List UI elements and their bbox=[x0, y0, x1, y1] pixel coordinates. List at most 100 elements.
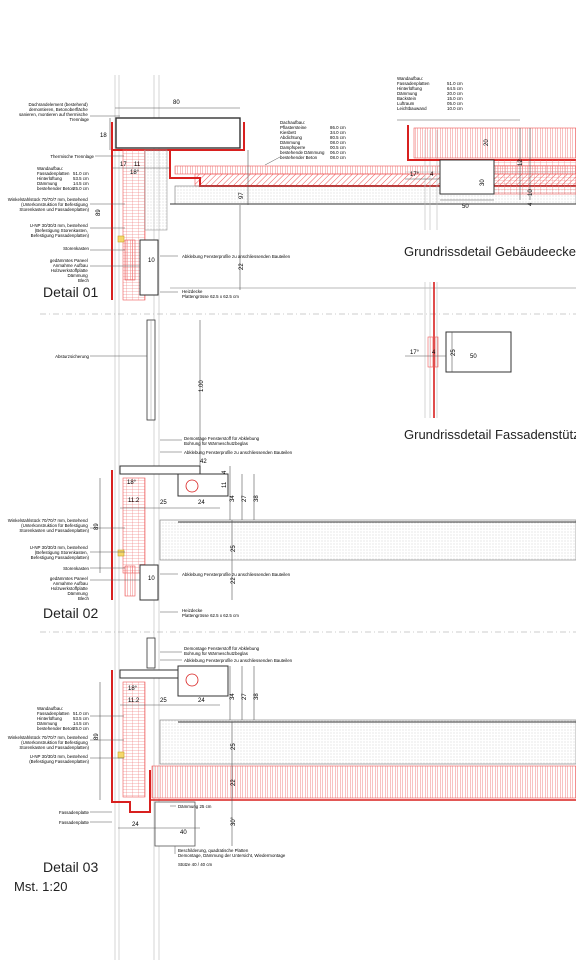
store-box-section bbox=[124, 239, 136, 281]
dim-24-b: 24 bbox=[132, 822, 139, 828]
dim-25: 25 bbox=[160, 500, 167, 506]
dim-4: 4 bbox=[430, 172, 434, 178]
floor-slab bbox=[159, 719, 576, 765]
dim-89: 89 bbox=[94, 733, 100, 740]
unp-note: U-NP 30/30/3 mm, bestehend (Befestigung … bbox=[29, 754, 89, 764]
dim-25-slab: 25 bbox=[231, 545, 237, 552]
d1-wall-layer-name: Fassadenplatten bbox=[37, 171, 70, 176]
d3-wall-layer-value: 25.0 cm bbox=[73, 726, 89, 731]
ceiling-note: Heizdecke Plattengrösse 62.5 x 62.5 cm bbox=[182, 608, 239, 618]
soffit-insulation bbox=[151, 765, 576, 799]
corner-layer-value: 51.0 cm bbox=[447, 81, 463, 86]
dim-17: 17° bbox=[410, 172, 420, 178]
d3-wall-layer-value: 51.0 cm bbox=[73, 711, 89, 716]
dim-42: 42 bbox=[200, 459, 207, 465]
dimension-lines bbox=[99, 320, 255, 600]
d1-roof-layer-name: Abdichtung bbox=[280, 135, 303, 140]
d1-roof-layer-value: 08.0 cm bbox=[330, 140, 346, 145]
demount-note: Demontage Fensterstoff für Abklebung Boh… bbox=[184, 436, 260, 446]
d1-roof-layer-value: 86.0 cm bbox=[330, 125, 346, 130]
dim-34: 34 bbox=[230, 495, 236, 502]
detail-01-title: Detail 01 bbox=[43, 284, 99, 300]
corner-layer-value: 15.0 cm bbox=[447, 96, 463, 101]
angle-steel-note: Winkelstahlstück 70/70/7 mm, bestehend (… bbox=[8, 735, 90, 750]
d1-roof-layer-name: bestehender Beton bbox=[280, 155, 318, 160]
dim-30: 30° bbox=[231, 816, 237, 826]
ceiling-note: Heizdecke Plattengrösse 62.5 x 62.5 cm bbox=[182, 289, 239, 299]
d3-wall-layer-name: Fassadenplatten bbox=[37, 711, 70, 716]
dim-50: 50 bbox=[462, 204, 469, 210]
dim-18deg: 18° bbox=[128, 686, 138, 692]
d1-wall-layer-name: Hinterlüftung bbox=[37, 176, 62, 181]
dim-11-2: 11.2 bbox=[128, 498, 140, 504]
soffit-note: Beschilderung, quadratische Platten Demo… bbox=[178, 848, 286, 858]
d1-roof-layer-value: 00.5 cm bbox=[330, 145, 346, 150]
dim-10: 10 bbox=[148, 258, 155, 264]
d3-wall-layer-name: Dämmung bbox=[37, 721, 58, 726]
floor-slab bbox=[159, 519, 576, 561]
corner-layer-value: 10.0 cm bbox=[447, 106, 463, 111]
d1-wall-layer-value: 14.5 cm bbox=[73, 181, 89, 186]
facade-panel-label: Fassadenplatte bbox=[59, 810, 90, 815]
dim-27: 27 bbox=[242, 693, 248, 700]
wall-masonry bbox=[122, 681, 146, 798]
corner-layer-name: Dämmung bbox=[397, 91, 418, 96]
insulation-label: Dämmung 25 cm bbox=[178, 804, 212, 809]
leader-lines bbox=[90, 651, 182, 854]
window-tape-note: Abklebung Fensterprofile zu anschliessen… bbox=[184, 658, 293, 663]
wall-buildup-label: Wandaufbau: bbox=[37, 706, 63, 711]
wall-masonry bbox=[122, 477, 146, 574]
corner-layer-name: Backstein bbox=[397, 96, 417, 101]
heating-pipe bbox=[185, 479, 199, 493]
window-frame bbox=[139, 239, 159, 296]
d3-wall-layer-value: 14.5 cm bbox=[73, 721, 89, 726]
dim-24: 24 bbox=[198, 500, 205, 506]
dimension-lines bbox=[109, 107, 249, 290]
d1-wall-layer-value: 51.0 cm bbox=[73, 171, 89, 176]
dim-18: 18 bbox=[100, 133, 107, 139]
dim-80: 80 bbox=[173, 100, 180, 106]
store-box-section bbox=[124, 565, 136, 597]
d1-roof-layer-name: Dämmung bbox=[280, 140, 301, 145]
dim-100: 1.00 bbox=[199, 380, 205, 392]
d1-roof-layer-name: Dampfsperre bbox=[280, 145, 306, 150]
dim-17: 17° bbox=[410, 350, 420, 356]
demount-note: Demontage Fensterstoff für Abklebung Boh… bbox=[184, 646, 260, 656]
dim-20: 20 bbox=[484, 139, 490, 146]
d3-wall-layer-name: Hinterlüftung bbox=[37, 716, 62, 721]
dim-30: 30 bbox=[480, 179, 486, 186]
angle-steel-note: Winkelstahlstück 70/70/7 mm, bestehend (… bbox=[8, 197, 90, 212]
dim-11-2: 11.2 bbox=[128, 698, 140, 704]
dim-12: 12 bbox=[518, 159, 524, 166]
corner-layer-value: 64.5 cm bbox=[447, 86, 463, 91]
heating-pipe bbox=[185, 673, 199, 687]
dim-18deg: 18° bbox=[130, 170, 140, 176]
d1-wall-layer-value: 53.5 cm bbox=[73, 176, 89, 181]
dimension-lines bbox=[99, 666, 255, 846]
plan-corner-detail: 17° 4 30 20 50 12 10 4 Wandaufbau: Fassa… bbox=[397, 76, 576, 230]
leader-lines bbox=[90, 355, 182, 613]
facade-red-line bbox=[111, 670, 151, 813]
angle-steel-note: Winkelstahlstück 70/70/7 mm, bestehend (… bbox=[8, 518, 90, 533]
d1-roof-layer-value: 80.5 cm bbox=[330, 135, 346, 140]
dim-10: 10 bbox=[528, 189, 534, 196]
plan-column-detail: 17° 4 25 50 bbox=[405, 282, 512, 418]
d3-wall-layer-name: bestehender Beton bbox=[37, 726, 75, 731]
store-box-label: Storenkasten bbox=[63, 566, 89, 571]
window-frame bbox=[139, 564, 159, 601]
unp-note: U-NP 30/30/3 mm, bestehend (Befestigung … bbox=[30, 545, 90, 560]
d3-wall-layer-value: 53.5 cm bbox=[73, 716, 89, 721]
dim-11: 11 bbox=[134, 162, 141, 168]
corner-insulation bbox=[413, 127, 576, 159]
d1-wall-layer-value: 25.0 cm bbox=[73, 186, 89, 191]
facade-column bbox=[445, 331, 512, 373]
dim-4: 4 bbox=[432, 350, 436, 356]
sill-box bbox=[177, 473, 229, 497]
detail-02-title: Detail 02 bbox=[43, 605, 99, 621]
window-tape-note: Abklebung Fensterprofile zu anschliessen… bbox=[184, 450, 293, 455]
panel-note: gedämmtes Paneel Anmahme Aufbau Holzwerk… bbox=[50, 258, 90, 283]
dim-38: 38 bbox=[254, 693, 260, 700]
